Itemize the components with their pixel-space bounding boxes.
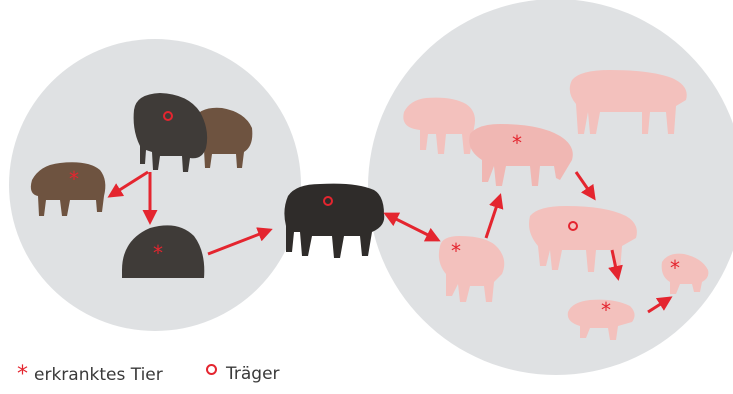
wild-boar-center [284,184,384,258]
domestic-pig-group-circle [368,0,733,375]
diseased-marker: * [69,167,79,191]
legend-diseased: * erkranktes Tier [17,364,163,386]
carrier-ring-icon [206,364,217,375]
diseased-marker: * [601,298,611,322]
diseased-marker: * [512,131,522,155]
legend-carrier-label: Träger [226,364,280,384]
diseased-marker: * [670,256,680,280]
legend-diseased-label: erkranktes Tier [34,365,163,385]
diseased-marker: * [451,239,461,263]
diseased-symbol: * [17,364,28,386]
diseased-marker: * [153,241,163,265]
legend-carrier: Träger [206,364,280,384]
